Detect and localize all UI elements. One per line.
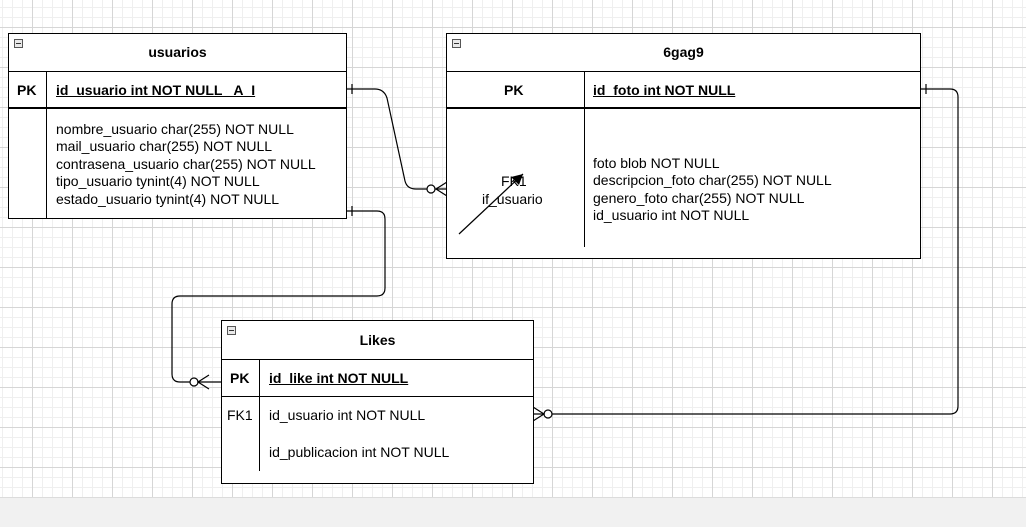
fk-field[interactable]: id_usuario int NOT NULL [269,407,426,423]
entity-6gag9[interactable]: 6gag9 PK id_foto int NOT NULL FK1 if_usu… [446,33,921,259]
attribute-field[interactable]: id_publicacion int NOT NULL [269,444,450,460]
arrow-icon [458,173,524,235]
attribute-field[interactable]: tipo_usuario tynint(4) NOT NULL [56,173,260,190]
pk-label: PK [17,82,37,98]
key-column-divider [584,71,585,247]
pk-label: PK [230,370,250,386]
connector-many-mark [196,374,210,390]
connector-many-mark [532,406,546,422]
pk-label: PK [504,82,524,98]
entity-title: usuarios [148,44,207,60]
attribute-field[interactable]: descripcion_foto char(255) NOT NULL [593,172,832,189]
attribute-field[interactable]: estado_usuario tynint(4) NOT NULL [56,190,280,207]
connector-zero-mark [189,377,199,387]
connector-zero-mark [543,409,553,419]
connector-usuarios-to-likes [171,210,386,383]
connector-many-mark [434,181,448,197]
attribute-field[interactable]: mail_usuario char(255) NOT NULL [56,138,273,155]
entity-header: 6gag9 [447,34,920,72]
entity-header: Likes [222,321,533,360]
collapse-icon[interactable] [227,326,236,335]
attribute-list: nombre_usuario char(255) NOT NULL mail_u… [56,121,316,208]
pk-field[interactable]: id_like int NOT NULL [269,370,409,386]
attribute-list: foto blob NOT NULL descripcion_foto char… [593,155,832,225]
entity-title: Likes [359,332,396,348]
attribute-field[interactable]: id_usuario int NOT NULL [593,207,750,224]
bottom-status-bar [0,497,1026,527]
pk-row [9,71,346,109]
pk-field[interactable]: id_usuario int NOT NULL A_I [56,82,256,98]
entity-title: 6gag9 [663,44,704,60]
attribute-field[interactable]: nombre_usuario char(255) NOT NULL [56,121,294,137]
connector-usuarios-to-6gag9 [346,88,447,190]
attribute-field[interactable]: foto blob NOT NULL [593,155,720,171]
attribute-field[interactable]: contrasena_usuario char(255) NOT NULL [56,155,316,172]
key-column-divider [46,71,47,218]
entity-likes[interactable]: Likes PK id_like int NOT NULL FK1 id_usu… [221,320,534,484]
pk-row [447,71,920,109]
collapse-icon[interactable] [452,39,461,48]
pk-field[interactable]: id_foto int NOT NULL [593,82,736,98]
fk-field[interactable]: if_usuario [482,191,543,207]
key-column-divider [259,359,260,471]
collapse-icon[interactable] [14,39,23,48]
entity-usuarios[interactable]: usuarios PK id_usuario int NOT NULL A_I … [8,33,347,219]
entity-header: usuarios [9,34,346,72]
attribute-field[interactable]: genero_foto char(255) NOT NULL [593,189,805,206]
pk-row [222,359,533,397]
fk-label: FK1 [227,407,253,423]
connector-zero-mark [426,184,436,194]
connector-6gag9-to-likes [533,88,959,415]
